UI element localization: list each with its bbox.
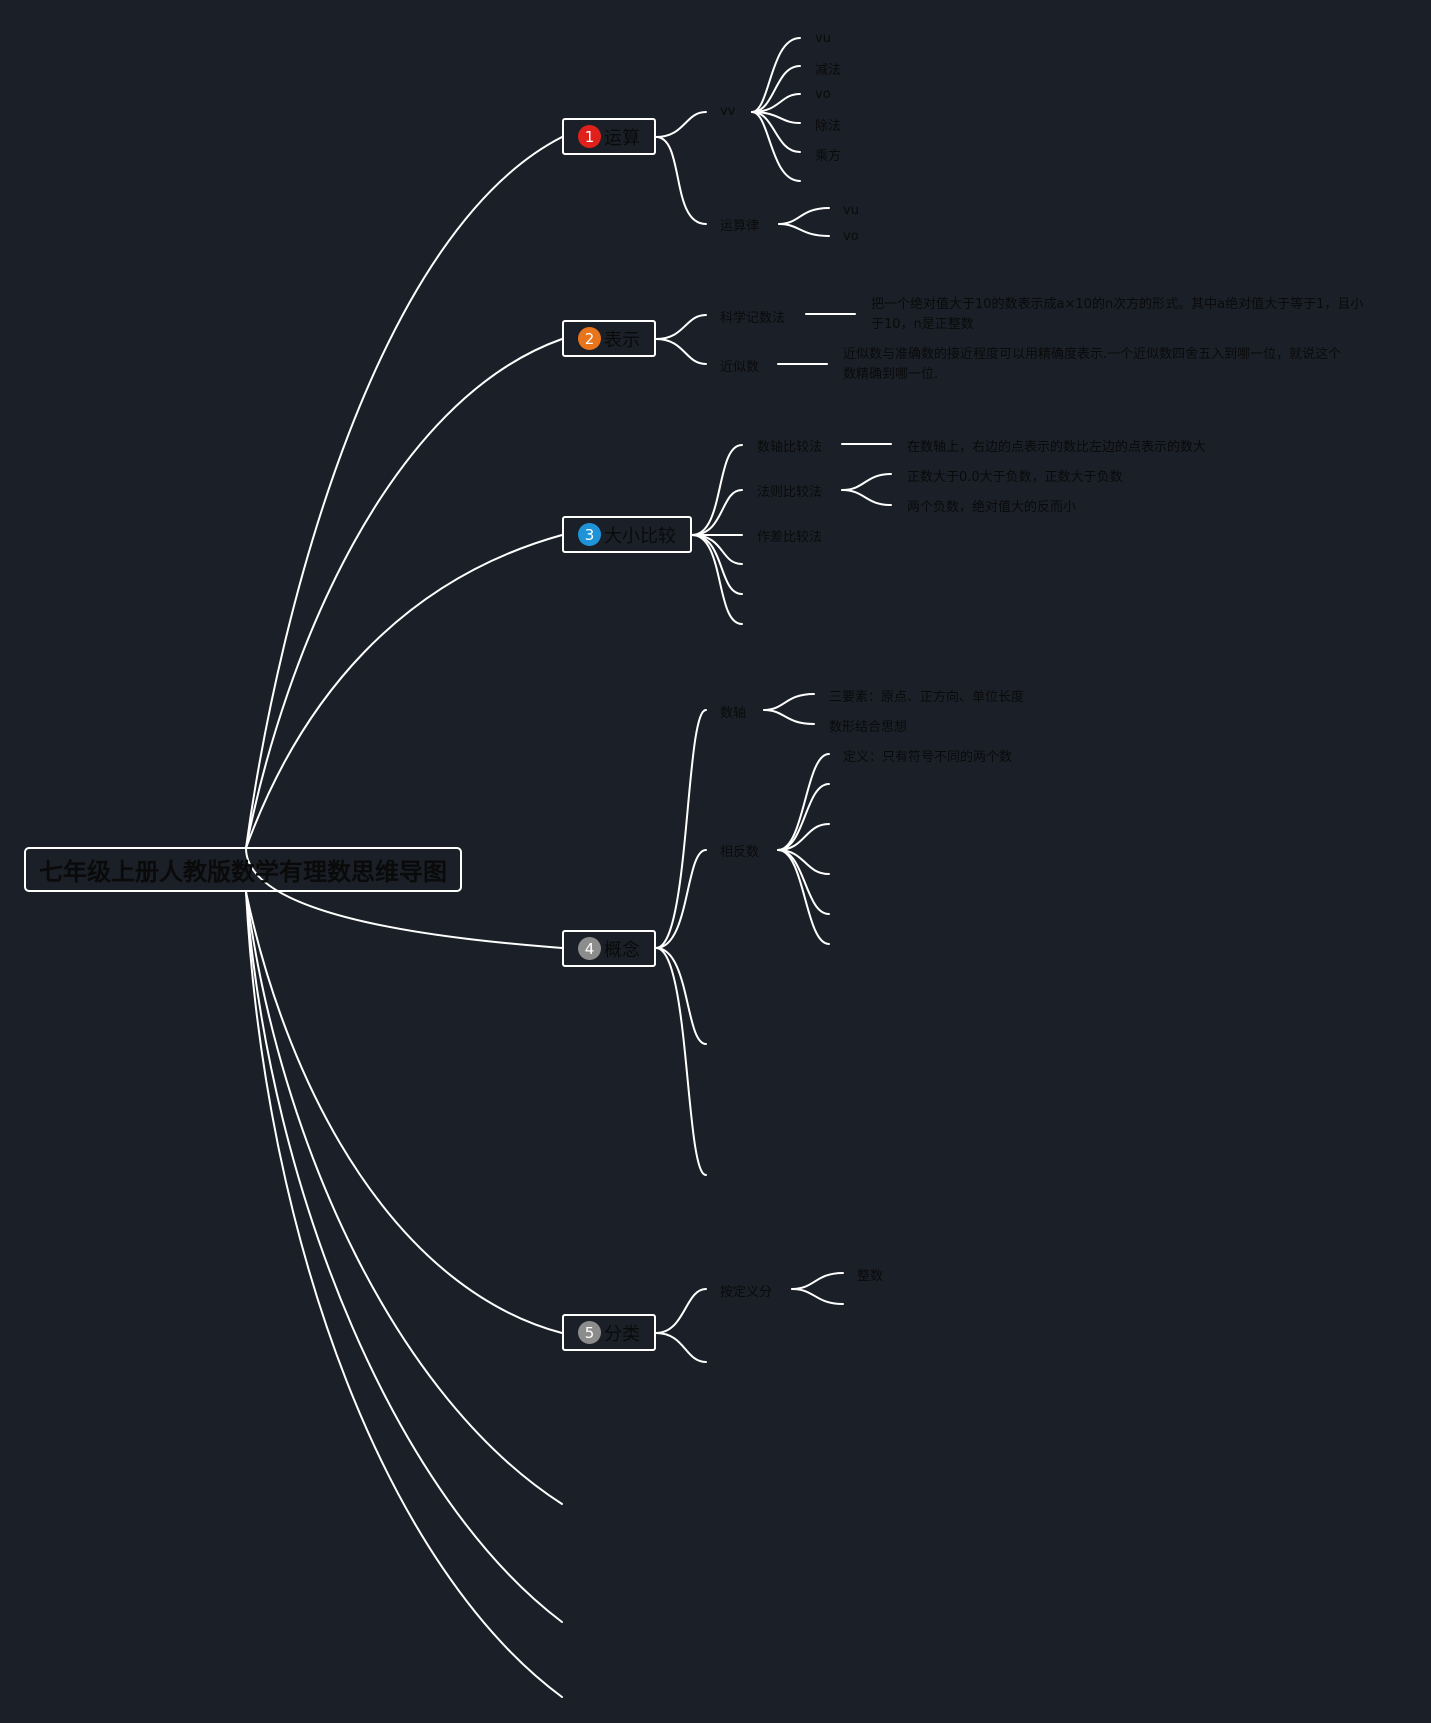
node-op-item[interactable]: vo [815,87,831,102]
node-op-item[interactable]: 减法 [815,63,842,78]
node-op-item[interactable]: vu [815,31,831,46]
node-rule-item[interactable]: 正数大于0.0大于负数，正数大于负数 [907,470,1123,485]
note-axis-compare: 在数轴上，右边的点表示的数比左边的点表示的数大 [907,440,1207,455]
topic-comparison[interactable]: 3 大小比较 [562,516,692,553]
node-approximate[interactable]: 近似数 [720,360,760,375]
topic-label: 大小比较 [604,525,676,547]
node-axis-compare[interactable]: 数轴比较法 [757,440,823,455]
node-by-definition[interactable]: 按定义分 [720,1285,773,1300]
topic-label: 表示 [604,329,640,351]
note-scientific-notation: 把一个绝对值大于10的数表示成a×10的n次方的形式。其中a绝对值大于等于1，且… [871,297,1364,332]
node-diff-compare[interactable]: 作差比较法 [757,530,823,545]
node-op-item[interactable]: 乘方 [815,149,842,164]
root-title: 七年级上册人教版数学有理数思维导图 [39,858,447,886]
node-opposite-number[interactable]: 相反数 [720,845,760,860]
topic-label: 分类 [604,1323,640,1345]
badge-4: 4 [578,937,601,960]
badge-3: 3 [578,523,601,546]
note-approximate: 近似数与准确数的接近程度可以用精确度表示.一个近似数四舍五入到哪一位，就说这个数… [843,347,1342,382]
badge-1: 1 [578,125,601,148]
node-rule-compare[interactable]: 法则比较法 [757,485,823,500]
node-integer[interactable]: 整数 [857,1269,884,1284]
node-opposite-item[interactable]: 定义：只有符号不同的两个数 [843,750,1013,765]
topic-operations[interactable]: 1 运算 [562,118,656,155]
node-op-item[interactable]: 除法 [815,119,842,134]
topic-label: 运算 [604,127,640,149]
topic-representation[interactable]: 2 表示 [562,320,656,357]
node-rule-item[interactable]: 两个负数，绝对值大的反而小 [907,500,1077,515]
node-axis-item[interactable]: 三要素：原点、正方向、单位长度 [829,690,1025,705]
node-law-item[interactable]: vo [843,229,859,244]
node-number-axis[interactable]: 数轴 [720,706,747,721]
badge-5: 5 [578,1321,601,1344]
node-law-item[interactable]: vu [843,203,859,218]
node-laws[interactable]: 运算律 [720,219,760,234]
topic-label: 概念 [604,939,640,961]
root-topic[interactable]: 七年级上册人教版数学有理数思维导图 [24,847,462,892]
node-axis-item[interactable]: 数形结合思想 [829,720,908,735]
badge-2: 2 [578,327,601,350]
node-scientific-notation[interactable]: 科学记数法 [720,311,786,326]
node-vv[interactable]: vv [720,104,736,119]
topic-concept[interactable]: 4 概念 [562,930,656,967]
topic-classification[interactable]: 5 分类 [562,1314,656,1351]
